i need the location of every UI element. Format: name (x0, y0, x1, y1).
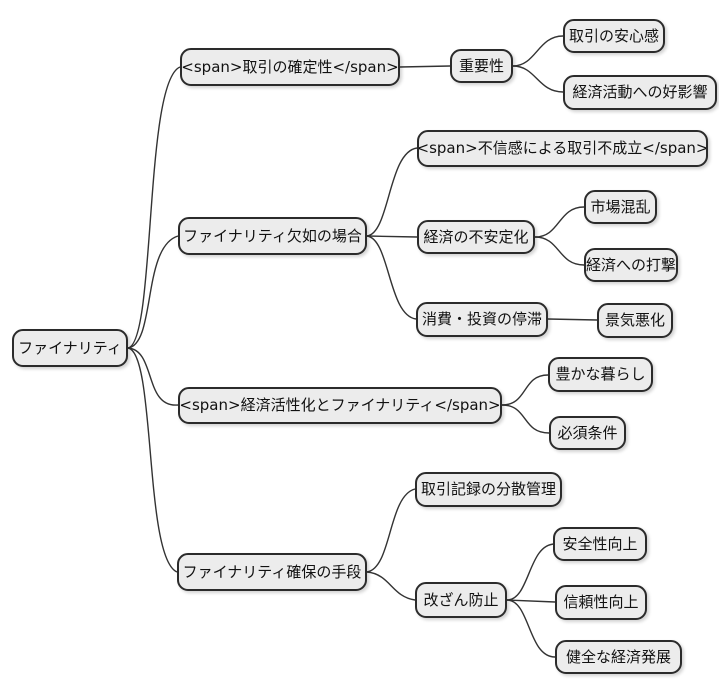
edge-tamper-to-sound-development (506, 599, 556, 658)
node-transaction-certainty: <span>取引の確定性</span> (180, 48, 400, 86)
node-economic-downturn: 景気悪化 (597, 303, 673, 338)
node-failed-transactions-distrust: <span>不信感による取引不成立</span> (417, 130, 708, 167)
node-economic-instability: 経済の不安定化 (417, 220, 535, 254)
node-finality-assurance-methods: ファイナリティ確保の手段 (177, 553, 367, 591)
node-finality: ファイナリティ (12, 329, 128, 367)
edge-revitalization-to-prosperous-life (501, 374, 549, 406)
edge-lack-to-distrust (366, 147, 418, 237)
edge-root-to-economic-revitalization (127, 347, 179, 406)
node-lack-of-finality: ファイナリティ欠如の場合 (178, 217, 367, 255)
edge-importance-to-transaction-security (512, 35, 564, 67)
edge-methods-to-distributed-ledger (366, 488, 416, 573)
edge-tamper-to-improved-security (506, 543, 556, 601)
edge-methods-to-tamper-prevention (366, 571, 416, 601)
edge-instability-to-market-turmoil (534, 206, 585, 238)
edge-importance-to-positive-impact (512, 65, 564, 93)
node-sound-economic-development: 健全な経済発展 (555, 640, 682, 674)
edge-root-to-lack-of-finality (127, 235, 179, 349)
node-market-turmoil: 市場混乱 (584, 190, 657, 224)
edge-instability-to-economic-damage (534, 236, 585, 266)
edge-revitalization-to-essential-condition (501, 404, 550, 434)
edge-certainty-to-importance (399, 65, 451, 68)
edge-lack-to-stagnation (366, 235, 417, 320)
node-economic-revitalization: <span>経済活性化とファイナリティ</span> (178, 387, 502, 424)
node-transaction-security: 取引の安心感 (563, 19, 665, 53)
node-distributed-ledger-management: 取引記録の分散管理 (415, 472, 562, 507)
edge-root-to-assurance-methods (127, 347, 178, 573)
edge-tamper-to-improved-reliability (506, 599, 556, 603)
node-consumption-investment-stagnation: 消費・投資の停滞 (416, 302, 548, 337)
node-prosperous-life: 豊かな暮らし (548, 357, 653, 392)
node-essential-condition: 必須条件 (549, 416, 626, 450)
node-tamper-prevention: 改ざん防止 (415, 582, 507, 618)
node-improved-reliability: 信頼性向上 (555, 585, 647, 620)
edge-lack-to-instability (366, 235, 418, 238)
node-importance: 重要性 (450, 49, 513, 83)
edge-stagnation-to-downturn (547, 318, 598, 321)
node-improved-security: 安全性向上 (553, 527, 647, 561)
node-positive-economic-impact: 経済活動への好影響 (563, 75, 717, 110)
edge-root-to-transaction-certainty (127, 66, 181, 349)
node-economic-damage: 経済への打撃 (584, 248, 678, 282)
